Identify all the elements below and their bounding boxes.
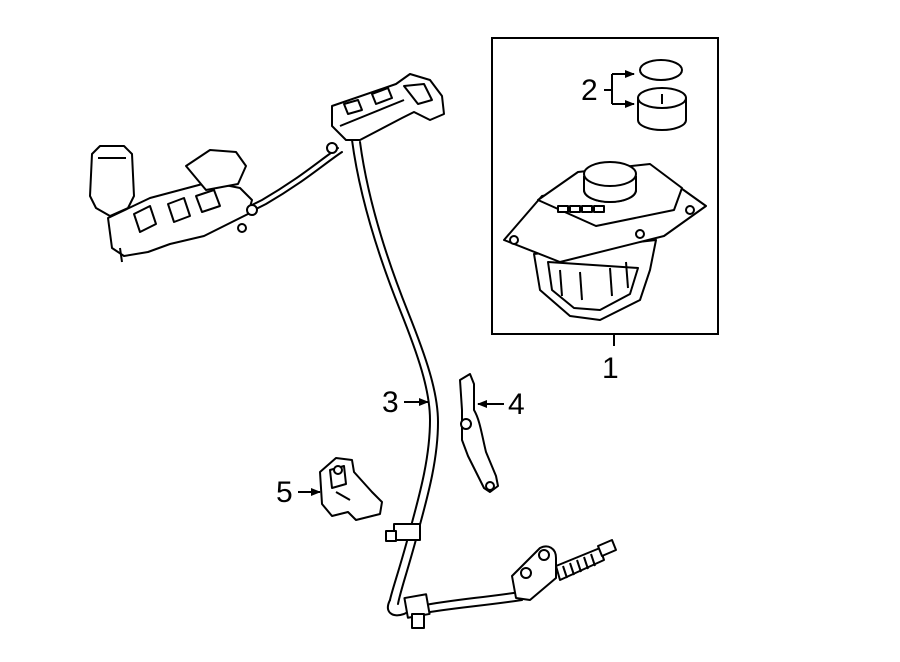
part-1-box: [491, 37, 719, 335]
callout-4: 4: [477, 388, 525, 421]
callout-2: 2: [581, 70, 635, 108]
callout-3-label: 3: [382, 386, 399, 419]
knob-cap: [638, 88, 686, 130]
mounting-bracket: [460, 374, 498, 492]
callout-4-label: 4: [508, 388, 525, 421]
upper-cable-bracket: [332, 74, 444, 140]
cable-end-fitting: [512, 540, 616, 600]
callout-5: 5: [276, 476, 321, 509]
callout-1-label: 1: [602, 352, 619, 385]
shifter-module: [504, 162, 706, 320]
cable-clip-bracket: [320, 458, 382, 520]
shift-cable: [246, 140, 522, 628]
callout-3: 3: [382, 386, 429, 419]
callout-1: 1: [602, 334, 619, 385]
callout-2-label: 2: [581, 74, 598, 107]
left-bracket-assembly: [90, 146, 257, 262]
ring-seal: [640, 60, 682, 80]
callout-5-label: 5: [276, 476, 293, 509]
